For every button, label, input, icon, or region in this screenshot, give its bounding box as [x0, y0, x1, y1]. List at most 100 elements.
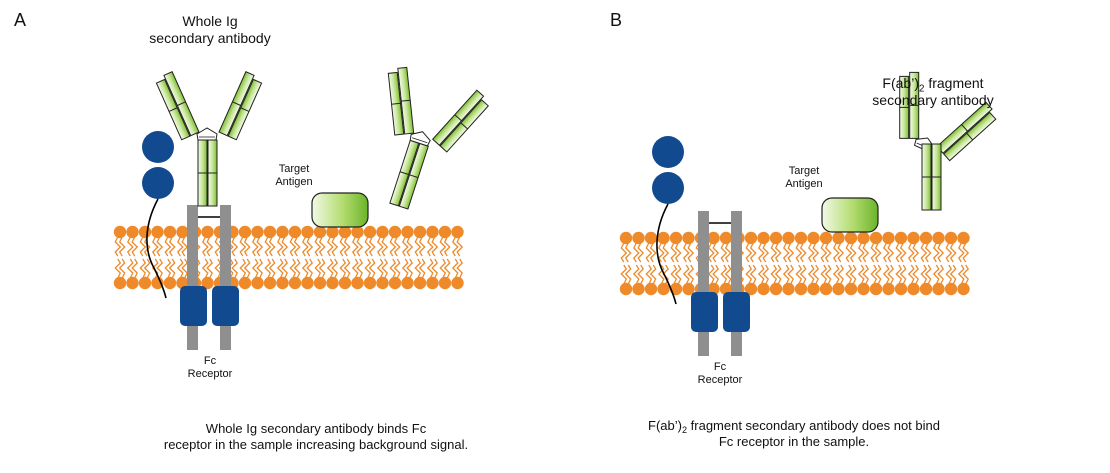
- panel-b-antibody-label: F(ab’)2 fragment secondary antibody: [843, 75, 1023, 109]
- lipid-tail: [624, 242, 632, 263]
- lipid-tail: [164, 258, 172, 279]
- lipid-tail: [749, 264, 757, 285]
- panel-a-receptor-label-line2: Receptor: [187, 368, 233, 381]
- lipid-tail: [807, 264, 815, 285]
- lipid-tail: [812, 264, 820, 285]
- lipid-tail: [707, 242, 715, 263]
- panel-b-antibody-label-suffix: fragment: [924, 75, 984, 91]
- lipid-tail: [762, 264, 770, 285]
- fab-arm-right-mirror: [218, 71, 263, 141]
- lipid-tail: [857, 242, 865, 263]
- lipid-tail: [439, 236, 447, 257]
- light-chain: [942, 111, 997, 162]
- lipid-head: [338, 225, 352, 239]
- lipid-tail: [862, 242, 870, 263]
- lipid-tail: [139, 258, 147, 279]
- lipid-tail: [368, 236, 376, 257]
- chain-divider: [399, 171, 409, 175]
- panel-a-caption-line1: Whole Ig secondary antibody binds Fc: [205, 421, 427, 436]
- lipid-tail: [662, 242, 670, 263]
- lipid-tail: [762, 242, 770, 263]
- receptor-stalk: [187, 205, 198, 350]
- receptor-ig-domain: [652, 136, 684, 168]
- lipid-tail: [949, 242, 957, 263]
- panel-a-caption-line2: receptor in the sample increasing backgr…: [163, 436, 469, 452]
- panel-b-antibody-label-line2: secondary antibody: [872, 91, 994, 108]
- lipid-tail: [770, 264, 778, 285]
- lipid-head: [376, 225, 389, 239]
- lipid-tail: [131, 258, 139, 279]
- lipid-tail: [745, 264, 753, 285]
- lipid-head: [632, 231, 645, 245]
- lipid-head: [163, 225, 177, 239]
- lipid-tail: [912, 264, 920, 285]
- heavy-chain: [431, 89, 485, 146]
- lipid-head: [326, 276, 339, 290]
- light-chain: [155, 78, 191, 141]
- panel-a-target-antigen: [311, 192, 369, 228]
- lipid-tail: [632, 264, 640, 285]
- lipid-tail: [276, 258, 284, 279]
- lipid-tail: [143, 258, 151, 279]
- lipid-tail: [832, 242, 840, 263]
- lipid-tail: [620, 264, 628, 285]
- lipid-head: [376, 276, 389, 290]
- panel-a-receptor-label-line1: Fc: [203, 355, 217, 367]
- lipid-tail: [962, 264, 970, 285]
- lipid-tail: [837, 242, 845, 263]
- lipid-tail: [406, 258, 414, 279]
- light-chain: [899, 75, 910, 139]
- receptor-domain: [180, 286, 207, 326]
- lipid-tail: [339, 236, 347, 257]
- lipid-tail: [214, 258, 222, 279]
- lipid-tail: [451, 236, 459, 257]
- lipid-tail: [139, 236, 147, 257]
- lipid-head: [313, 276, 327, 290]
- lipid-tail: [824, 242, 832, 263]
- lipid-tail: [431, 258, 439, 279]
- lipid-tail: [807, 242, 815, 263]
- lipid-tail: [924, 242, 932, 263]
- lipid-tail: [251, 258, 259, 279]
- lipid-head: [944, 282, 958, 296]
- lipid-tail: [301, 258, 309, 279]
- fab-arm-left: [387, 66, 415, 136]
- lipid-head: [426, 225, 439, 239]
- lipid-tail: [620, 242, 628, 263]
- lipid-tail: [862, 264, 870, 285]
- lipid-tail: [712, 242, 720, 263]
- panel-b-caption-line2: Fc receptor in the sample.: [718, 433, 870, 449]
- panel-b-antibody-label-line1: F(ab’)2 fragment: [843, 75, 1023, 94]
- lipid-tail: [720, 264, 728, 285]
- lipid-tail: [239, 258, 247, 279]
- lipid-head: [451, 276, 464, 290]
- lipid-tail: [301, 236, 309, 257]
- lipid-tail: [456, 258, 464, 279]
- panel-b-receptor-label-line1: Fc: [713, 361, 727, 373]
- lipid-tail: [243, 258, 251, 279]
- heavy-chain: [163, 71, 200, 137]
- lipid-head: [769, 231, 783, 245]
- lipid-head: [957, 282, 970, 296]
- lipid-tail: [343, 236, 351, 257]
- lipid-head: [719, 231, 733, 245]
- chain-divider: [391, 102, 401, 105]
- lipid-tail: [720, 242, 728, 263]
- lipid-head: [832, 231, 845, 245]
- lipid-head: [769, 282, 783, 296]
- lipid-tail: [724, 264, 732, 285]
- fc-heavy-chain: [197, 139, 208, 207]
- lipid-head: [438, 276, 452, 290]
- lipid-tail: [264, 258, 272, 279]
- lipid-tail: [962, 242, 970, 263]
- panel-a-letter: A: [14, 10, 27, 30]
- panel-a-fc-receptor: [142, 131, 239, 350]
- lipid-tail: [870, 264, 878, 285]
- lipid-head: [757, 231, 770, 245]
- panel-a-target-label-line1: Target: [278, 163, 310, 175]
- lipid-tail: [364, 258, 372, 279]
- lipid-head: [163, 276, 177, 290]
- lipid-head: [351, 276, 364, 290]
- lipid-tail: [799, 264, 807, 285]
- lipid-tail: [439, 258, 447, 279]
